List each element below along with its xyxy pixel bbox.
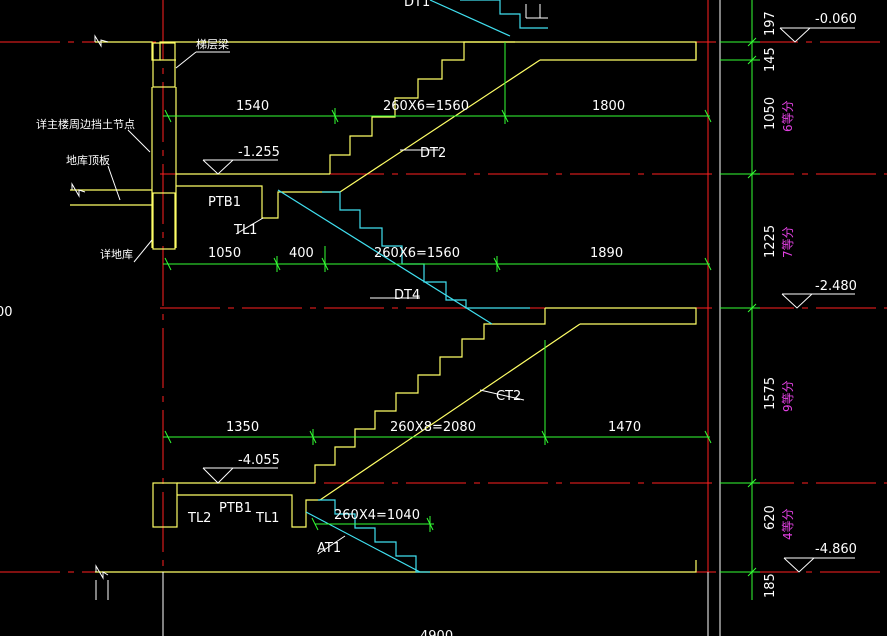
leader-lines — [107, 51, 525, 555]
label-ct2: CT2 — [496, 389, 521, 404]
stair-flights-yellow — [314, 41, 581, 501]
elev-marker-e4 — [202, 467, 235, 484]
dim-r3-b: 260X8=2080 — [390, 420, 476, 435]
flight-dt4-steps — [322, 191, 530, 309]
dim-r1-c: 1800 — [592, 99, 625, 114]
dim-v7: 185 — [763, 573, 778, 598]
elevation-e5: -4.860 — [815, 542, 857, 557]
elev-marker-e5 — [783, 557, 816, 573]
vertical-grid-lines — [162, 0, 721, 636]
flight-dt2-steps — [329, 41, 515, 174]
structure-outline — [70, 41, 697, 573]
dim-v1: 197 — [763, 11, 778, 36]
flight-dt4-soffit — [277, 189, 493, 325]
dim-v3: 1050 — [763, 97, 778, 130]
label-dt1: DT1 — [404, 0, 430, 10]
label-tl2: TL2 — [187, 511, 211, 526]
top-hatch-marks — [525, 4, 548, 19]
flight-ct2-soffit — [319, 323, 581, 501]
dim-r1-a: 1540 — [236, 99, 269, 114]
label-tl1-upper: TL1 — [233, 223, 257, 238]
dim-r2-b: 400 — [289, 246, 314, 261]
elevation-markers — [202, 27, 855, 573]
label-ptb1-lower: PTB1 — [219, 501, 252, 516]
label-dt2: DT2 — [420, 146, 446, 161]
flight-at1-steps — [318, 499, 430, 573]
label-dt4: DT4 — [394, 288, 420, 303]
elevation-e3: -2.480 — [815, 279, 857, 294]
label-at1: AT1 — [317, 541, 341, 556]
break-symbols — [71, 34, 109, 600]
elev-marker-e3 — [781, 293, 814, 309]
dim-r4-a: 260X4=1040 — [334, 508, 420, 523]
break-symbol-mid — [71, 182, 86, 198]
vertical-dimension-texts: 197 145 1050 1225 1575 620 185 — [763, 11, 778, 598]
step-count-s1: 6等分 — [781, 100, 795, 132]
label-tl1-lower: TL1 — [255, 511, 279, 526]
flight-dt2-soffit — [339, 59, 541, 193]
elevation-e4: -4.055 — [238, 453, 280, 468]
annotation-beam: 梯层梁 — [196, 37, 229, 51]
annotation-roof: 地库顶板 — [66, 153, 110, 167]
dim-v6: 620 — [763, 505, 778, 530]
step-count-s3: 9等分 — [781, 380, 795, 412]
label-ptb1-upper: PTB1 — [208, 195, 241, 210]
annotation-foundation: 详地库 — [100, 247, 133, 261]
elevation-e2: -1.255 — [238, 145, 280, 160]
step-count-s4: 4等分 — [781, 508, 795, 540]
break-symbol-bottom — [95, 564, 109, 580]
dim-v4: 1225 — [763, 225, 778, 258]
dim-v2: 145 — [763, 47, 778, 72]
flight-ct2-steps — [314, 308, 546, 483]
dim-bottom: 4900 — [420, 629, 453, 636]
elev-marker-e1 — [779, 27, 812, 43]
annotation-offscreen-left: 00 — [0, 305, 13, 320]
dim-v5: 1575 — [763, 377, 778, 410]
annotation-node: 详主楼周边挡土节点 — [36, 117, 135, 131]
dim-r2-d: 1890 — [590, 246, 623, 261]
dim-r2-c: 260X6=1560 — [374, 246, 460, 261]
stair-flights-cyan — [277, 0, 548, 573]
dim-r2-a: 1050 — [208, 246, 241, 261]
dimension-lines — [163, 0, 760, 600]
elev-marker-e2 — [202, 159, 235, 175]
elevation-e1: -0.060 — [815, 12, 857, 27]
dim-r3-a: 1350 — [226, 420, 259, 435]
step-count-texts: 6等分 7等分 9等分 4等分 — [781, 100, 795, 540]
step-count-s2: 7等分 — [781, 226, 795, 258]
dim-r3-c: 1470 — [608, 420, 641, 435]
dim-r1-b: 260X6=1560 — [383, 99, 469, 114]
break-symbol-top — [94, 34, 109, 48]
flight-at1-soffit — [305, 511, 421, 573]
